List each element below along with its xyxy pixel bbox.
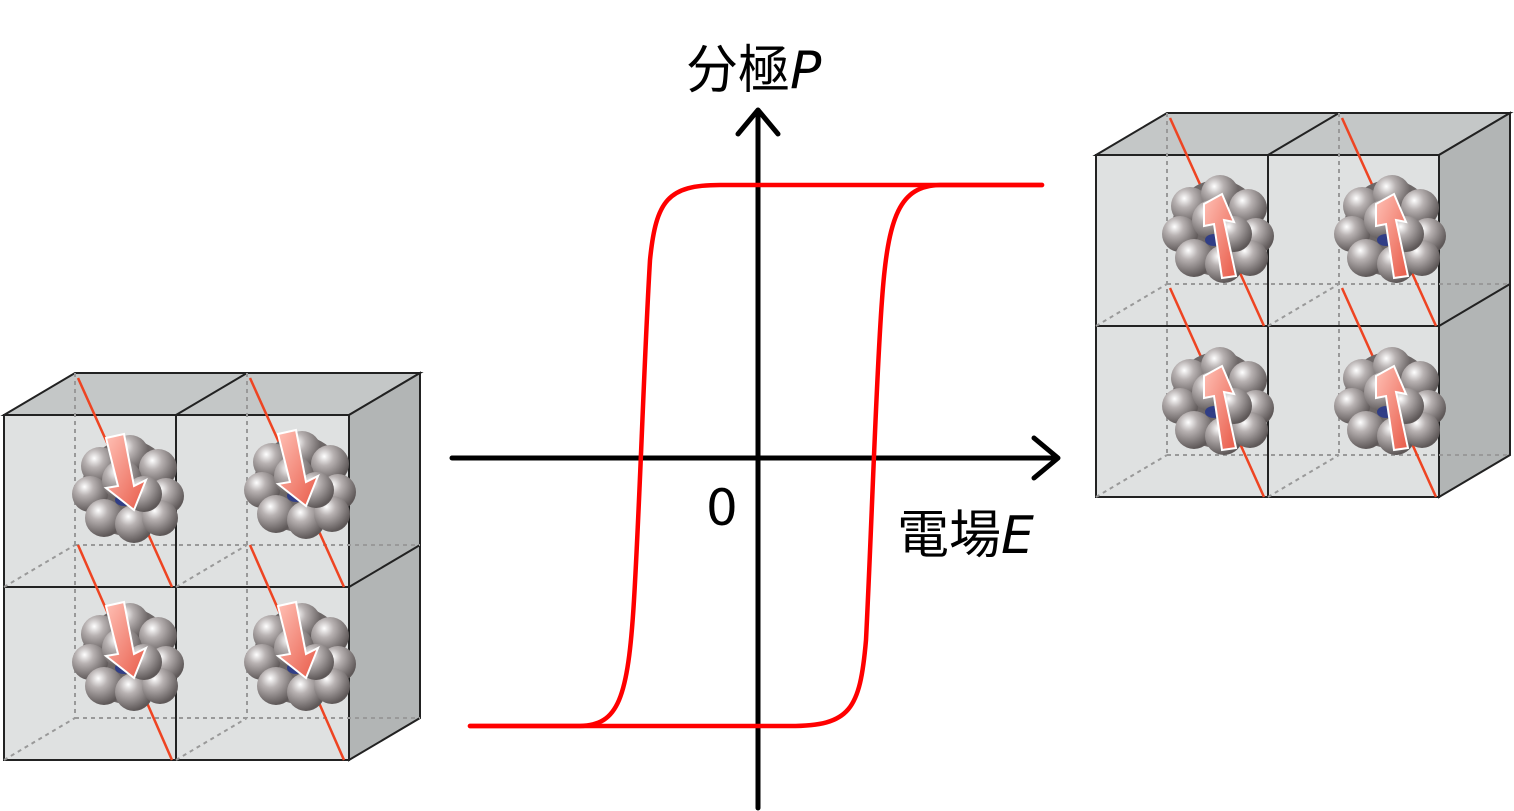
polarization-arrow-up [1375,364,1410,452]
molecule-cell [72,432,184,543]
axes [449,107,1061,811]
polarization-arrow-up [1203,192,1238,280]
right-crystal [1092,111,1514,499]
polarization-arrow-down [275,600,320,680]
polarization-arrow-up [1203,364,1238,452]
polarization-arrow-up [1375,192,1410,280]
molecule-cell [244,428,356,539]
molecule-cell [244,600,356,711]
y-axis-label: 分極P [686,41,822,101]
molecule-cell [1334,347,1446,455]
hysteresis-loop [467,182,1045,729]
y-axis-arrowhead [735,107,781,137]
loop-lower-branch [467,182,1045,729]
loop-upper-branch [467,182,1045,729]
molecule-cell [72,600,184,711]
origin-label: 0 [706,479,738,537]
molecule-cell [1162,347,1274,455]
x-axis-label: 電場E [897,506,1034,566]
molecule-cell [1162,175,1274,283]
molecule-cell [1334,175,1446,283]
polarization-arrow-down [103,600,148,680]
left-crystal [0,371,424,762]
polarization-arrow-down [275,428,320,508]
x-axis-arrowhead [1031,435,1061,481]
polarization-arrow-down [103,432,148,512]
